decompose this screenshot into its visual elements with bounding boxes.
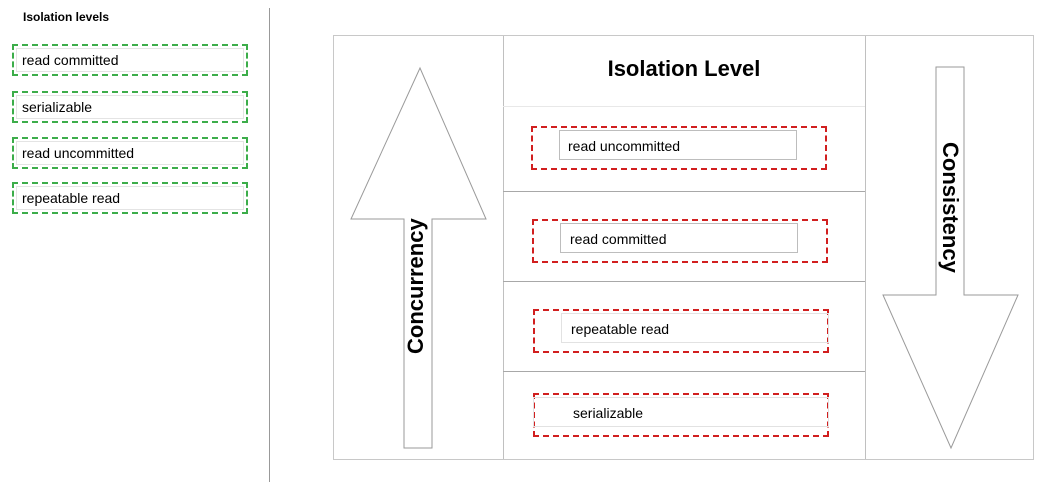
palette-title: Isolation levels — [23, 10, 110, 24]
slot-label: read uncommitted — [568, 138, 681, 154]
row-divider — [503, 106, 865, 107]
column-divider-left — [503, 36, 504, 459]
panel-divider — [269, 8, 270, 482]
slot-label: read committed — [570, 231, 667, 247]
draggable-option-serializable[interactable]: serializable — [12, 91, 248, 123]
arrow-up-icon — [350, 66, 487, 449]
drop-slot-3[interactable]: repeatable read — [533, 309, 829, 353]
arrow-down-icon — [882, 66, 1019, 450]
draggable-option-read-uncommitted[interactable]: read uncommitted — [12, 137, 248, 169]
drop-slot-2[interactable]: read committed — [532, 219, 828, 263]
concurrency-label: Concurrency — [403, 218, 428, 354]
draggable-option-read-committed[interactable]: read committed — [12, 44, 248, 76]
diagram-title: Isolation Level — [607, 56, 761, 81]
option-label: serializable — [22, 99, 93, 115]
isolation-diagram: Isolation Level read uncommitted read co… — [333, 35, 1034, 460]
drop-slot-4[interactable]: serializable — [533, 393, 829, 437]
column-divider-right — [865, 36, 866, 459]
option-label: read committed — [22, 52, 119, 68]
slot-label: repeatable read — [571, 321, 670, 337]
row-divider — [503, 191, 865, 192]
consistency-label: Consistency — [938, 142, 963, 273]
row-divider — [503, 281, 865, 282]
slot-label: serializable — [573, 405, 644, 421]
option-label: read uncommitted — [22, 145, 135, 161]
draggable-option-repeatable-read[interactable]: repeatable read — [12, 182, 248, 214]
drop-slot-1[interactable]: read uncommitted — [531, 126, 827, 170]
row-divider — [503, 371, 865, 372]
option-label: repeatable read — [22, 190, 121, 206]
